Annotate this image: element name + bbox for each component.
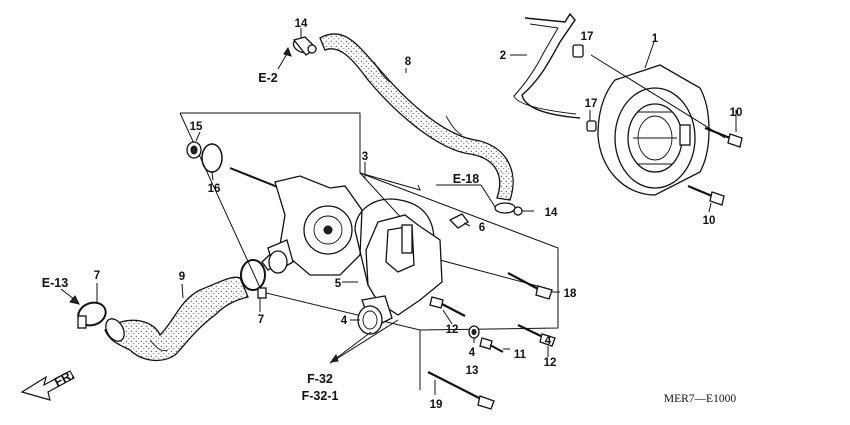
hose-clip-upper — [292, 36, 318, 56]
hose-clamp-left — [77, 301, 107, 329]
reference-labels: E-2 E-13 E-18 F-32 F-32-1 — [42, 71, 479, 403]
ref-e13: E-13 — [42, 276, 68, 290]
callout-14b: 14 — [545, 207, 558, 219]
callout-12b: 12 — [544, 357, 557, 369]
callout-2: 2 — [500, 50, 506, 62]
bolt-12-lower — [517, 324, 556, 347]
callout-11: 11 — [514, 349, 527, 361]
hose-clip-lower — [494, 202, 523, 216]
callout-19: 19 — [430, 399, 443, 411]
callout-14a: 14 — [295, 18, 308, 30]
callout-7a: 7 — [94, 270, 100, 282]
callout-8: 8 — [405, 56, 412, 68]
ref-e2: E-2 — [258, 71, 278, 85]
callout-17b: 17 — [585, 98, 598, 110]
dowel-pin-upper — [572, 44, 584, 58]
pump-cover — [597, 64, 710, 196]
pump-housing — [357, 214, 443, 335]
callout-4b: 4 — [469, 347, 476, 359]
callout-10a: 10 — [730, 107, 743, 119]
water-pump-body — [229, 167, 363, 276]
callout-4a: 4 — [341, 315, 348, 327]
washer-4 — [468, 325, 480, 339]
cover-guard — [513, 12, 581, 119]
callout-labels: 1 2 3 4 4 4 5 6 7 7 8 9 10 10 11 12 12 1… — [94, 18, 743, 411]
callout-15: 15 — [190, 121, 203, 133]
callout-6: 6 — [479, 222, 485, 234]
callout-7b: 7 — [258, 314, 264, 326]
oil-seal — [186, 141, 202, 159]
front-direction-arrow — [20, 370, 75, 401]
callout-4c: 4 — [545, 335, 552, 347]
callout-9: 9 — [179, 271, 185, 283]
bolt-12-upper — [429, 296, 466, 317]
bolt-19 — [427, 371, 495, 410]
o-ring-16 — [201, 143, 223, 173]
bolt-10-lower — [687, 184, 725, 206]
breather-hose — [319, 33, 514, 201]
assembly-outline — [179, 112, 559, 390]
callout-5: 5 — [335, 278, 342, 290]
ref-f32: F-32 — [307, 372, 333, 386]
callout-17a: 17 — [581, 31, 594, 43]
callout-18: 18 — [564, 288, 577, 300]
callout-16: 16 — [208, 183, 221, 195]
callout-1: 1 — [652, 33, 659, 45]
water-hose — [104, 276, 249, 362]
bolt-11 — [479, 337, 504, 353]
ref-e18: E-18 — [453, 172, 479, 186]
hose-clamp-right — [240, 259, 267, 299]
callout-3: 3 — [362, 151, 368, 163]
callout-10b: 10 — [703, 215, 716, 227]
callout-12a: 12 — [446, 324, 459, 336]
leader-lines — [60, 28, 737, 395]
dowel-pin-lower — [586, 120, 597, 132]
diagram-code: MER7—E1000 — [664, 393, 736, 405]
ref-f321: F-32-1 — [302, 389, 339, 403]
clip-6 — [448, 213, 469, 229]
bolt-18 — [507, 272, 553, 300]
callout-13: 13 — [466, 365, 479, 377]
